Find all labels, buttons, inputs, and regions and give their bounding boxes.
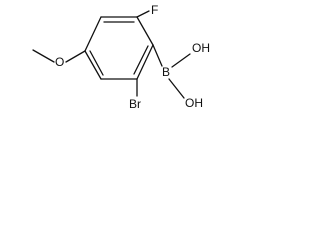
ring-bond-bottom-left [84, 50, 102, 80]
atom-fluorine: F [151, 3, 158, 17]
bond-o-methyl [32, 49, 55, 63]
ring-double-bond-left [89, 50, 104, 76]
ring-bond-top-right [136, 16, 154, 46]
bond-c-o [65, 50, 86, 63]
benzene-ring [84, 16, 154, 80]
bond-c-b [152, 44, 163, 67]
atom-hydroxyl-bottom: OH [185, 96, 203, 110]
molecular-structure: F B OH OH Br O [32, 3, 210, 111]
ring-double-bond-right [133, 45, 149, 75]
ring-bond-bottom-right [136, 44, 154, 80]
bond-b-oh-bottom [168, 78, 185, 99]
bond-c-f [136, 10, 150, 18]
ring-bond-top-left [84, 16, 102, 52]
atom-ether-oxygen: O [55, 55, 64, 69]
atom-boron: B [162, 65, 170, 79]
atom-bromine: Br [129, 97, 141, 111]
atom-hydroxyl-top: OH [192, 41, 210, 55]
bond-b-oh-top [171, 53, 191, 68]
